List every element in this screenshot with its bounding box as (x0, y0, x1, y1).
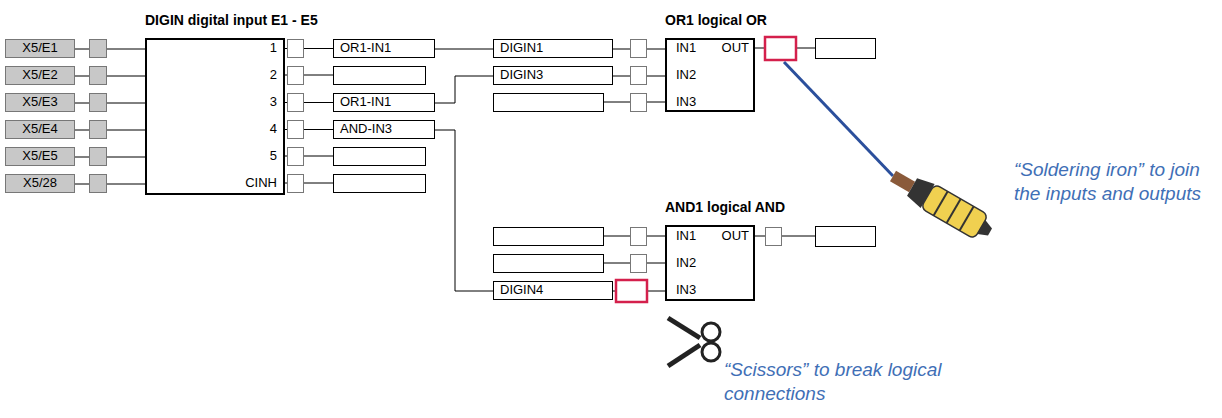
highlight-squares (616, 37, 796, 302)
pin-label: IN2 (676, 67, 696, 83)
target-box: OR1-IN1 (333, 93, 435, 112)
target-box: OR1-IN1 (333, 39, 435, 58)
terminal-squares (90, 40, 107, 193)
box-label: OR1-IN1 (334, 40, 434, 56)
box-label: AND-IN3 (334, 121, 434, 137)
scissors (668, 318, 720, 366)
box-label: X5/E3 (6, 94, 74, 110)
wire-connector (75, 184, 145, 185)
pin-label: 5 (270, 148, 277, 164)
block-title: AND1 logical AND (665, 199, 785, 215)
pin-label: 4 (270, 121, 277, 137)
source-box: DIGIN1 (493, 39, 613, 58)
box-label: DIGIN1 (494, 40, 612, 56)
box-label: X5/28 (6, 175, 74, 191)
block-title: OR1 logical OR (665, 12, 767, 28)
pin-label: IN1 (676, 228, 696, 244)
pin-label: IN1 (676, 40, 696, 56)
terminal-box: X5/E1 (5, 39, 75, 58)
box-label: X5/E4 (6, 121, 74, 137)
callout-note: “Scissors” to break logical connections (724, 358, 1024, 406)
target-box: AND-IN3 (333, 120, 435, 139)
wire-connector (435, 49, 493, 50)
pin-label: OUT (722, 40, 749, 56)
pin-label: IN3 (676, 282, 696, 298)
terminal-box: X5/E4 (5, 120, 75, 139)
box-label: DIGIN4 (494, 282, 612, 298)
pin-label: CINH (245, 175, 277, 191)
pin-label: 2 (270, 67, 277, 83)
box-label: X5/E2 (6, 67, 74, 83)
soldering-iron (784, 62, 997, 244)
callout-note: “Soldering iron” to join the inputs and … (1014, 158, 1219, 206)
pin-label: 3 (270, 94, 277, 110)
source-box: DIGIN3 (493, 66, 613, 85)
terminal-box: X5/E2 (5, 66, 75, 85)
wire-connector (75, 49, 145, 50)
terminal-box: X5/E5 (5, 147, 75, 166)
link-squares (288, 40, 782, 273)
pin-label: IN2 (676, 255, 696, 271)
terminal-box: X5/E3 (5, 93, 75, 112)
wire-connector (75, 157, 145, 158)
pin-label: 1 (270, 40, 277, 56)
pin-label: IN3 (676, 94, 696, 110)
box-label: X5/E5 (6, 148, 74, 164)
function-block: DIGIN digital input E1 - E5 (145, 38, 285, 195)
wire-connector (75, 103, 145, 104)
terminal-box: X5/28 (5, 174, 75, 193)
wire-connector (435, 76, 493, 103)
stub-wires (285, 48, 815, 263)
wire-connector (435, 130, 493, 291)
block-title: DIGIN digital input E1 - E5 (145, 12, 318, 28)
wire-connector (75, 76, 145, 77)
wire-connector (75, 130, 145, 131)
box-label: DIGIN3 (494, 67, 612, 83)
box-label: X5/E1 (6, 40, 74, 56)
box-label: OR1-IN1 (334, 94, 434, 110)
pin-label: OUT (722, 228, 749, 244)
source-box: DIGIN4 (493, 281, 613, 300)
